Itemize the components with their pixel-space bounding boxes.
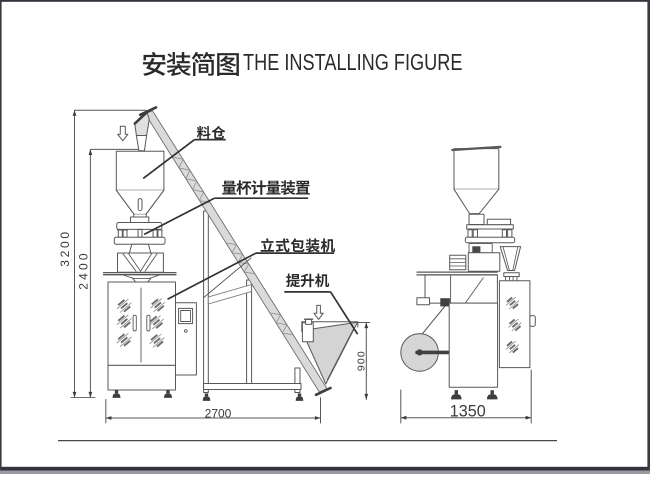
svg-text:900: 900 [356,350,368,371]
svg-text:THE INSTALLING FIGURE: THE INSTALLING FIGURE [243,49,463,75]
svg-text:2700: 2700 [205,406,232,420]
svg-text:2400: 2400 [77,250,91,290]
svg-text:3200: 3200 [58,229,72,267]
svg-text:1350: 1350 [450,403,486,421]
